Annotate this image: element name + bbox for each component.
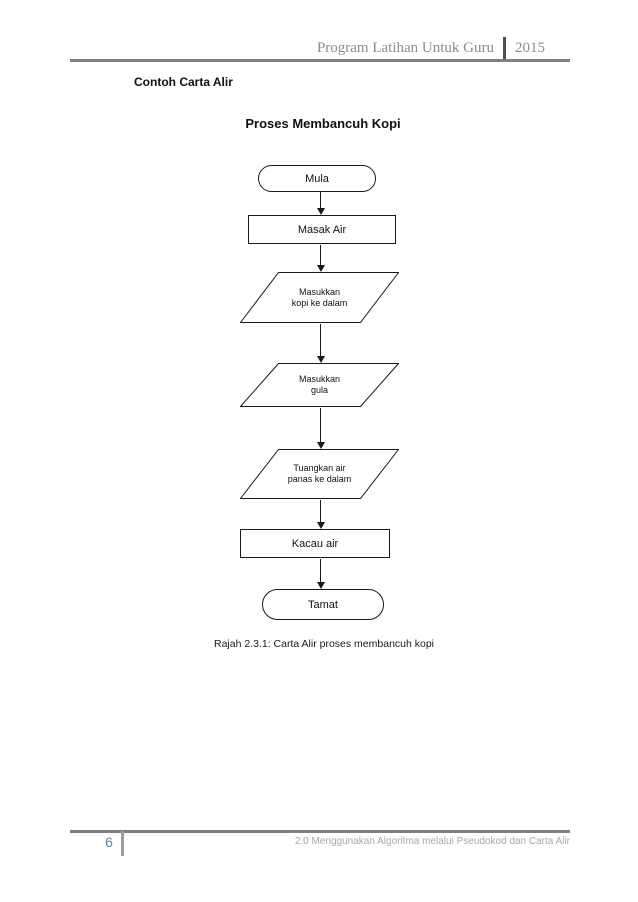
flow-arrow bbox=[316, 559, 325, 589]
flow-arrow bbox=[316, 324, 325, 363]
figure-caption: Rajah 2.3.1: Carta Alir proses membancuh… bbox=[213, 638, 435, 650]
flow-arrow bbox=[316, 500, 325, 529]
node-label: Kacau air bbox=[291, 537, 339, 550]
node-label: Masak Air bbox=[297, 223, 347, 236]
flowchart-node-stir: Kacau air bbox=[240, 529, 390, 558]
section-heading: Contoh Carta Alir bbox=[134, 75, 233, 89]
parallelogram-shape bbox=[240, 449, 399, 499]
node-label: Masukkan kopi ke dalam bbox=[291, 286, 348, 308]
page-header: Program Latihan Untuk Guru 2015 bbox=[317, 37, 545, 60]
page-number: 6 bbox=[105, 834, 113, 850]
parallelogram-shape bbox=[240, 363, 399, 407]
header-rule bbox=[70, 59, 570, 62]
flowchart-title: Proses Membancuh Kopi bbox=[245, 116, 401, 131]
footer-divider bbox=[121, 831, 124, 856]
flowchart-node-start: Mula bbox=[258, 165, 376, 192]
header-title: Program Latihan Untuk Guru bbox=[316, 40, 494, 56]
footer-rule bbox=[70, 830, 570, 833]
header-divider bbox=[503, 37, 506, 60]
flowchart-node-add-coffee: Masukkan kopi ke dalam bbox=[240, 272, 399, 323]
flowchart-node-boil-water: Masak Air bbox=[248, 215, 396, 244]
flowchart-node-pour-hot-water: Tuangkan air panas ke dalam bbox=[240, 449, 399, 499]
node-label: Masukkan gula bbox=[298, 374, 341, 395]
flowchart-node-add-sugar: Masukkan gula bbox=[240, 363, 399, 407]
node-label: Tamat bbox=[308, 598, 338, 611]
flow-arrow bbox=[316, 408, 325, 449]
node-label: Mula bbox=[305, 172, 329, 185]
parallelogram-shape bbox=[240, 272, 399, 323]
flow-arrow bbox=[316, 245, 325, 272]
header-year: 2015 bbox=[515, 40, 545, 56]
node-label: Tuangkan air panas ke dalam bbox=[287, 463, 352, 484]
footer-chapter: 2.0 Menggunakan Algoritma melalui Pseudo… bbox=[294, 836, 570, 847]
flowchart-node-end: Tamat bbox=[262, 589, 384, 620]
flow-arrow bbox=[316, 192, 325, 215]
